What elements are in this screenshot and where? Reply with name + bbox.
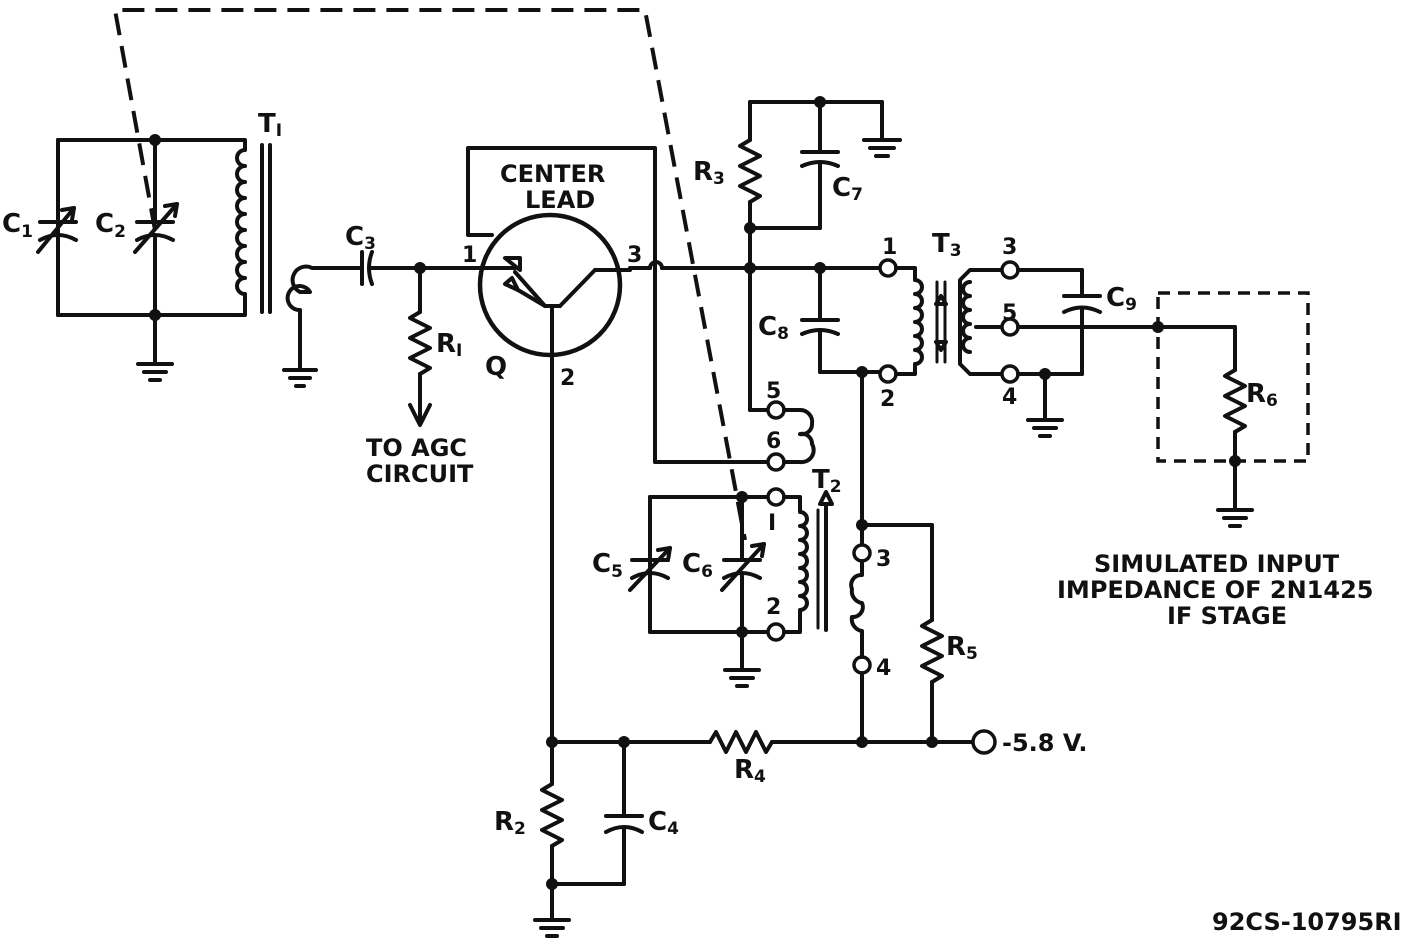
r3-label: R3 (693, 157, 725, 189)
t2-main-coil (782, 495, 809, 634)
t2-pin4-label: 4 (876, 656, 891, 681)
t2-terminal-3 (852, 543, 872, 563)
c8-label: C8 (758, 312, 789, 344)
note-line2: IMPEDANCE OF 2N1425 (1057, 576, 1373, 604)
agc-label-line1: TO AGC (366, 434, 467, 462)
t2-pin1-label: I (768, 511, 776, 536)
ground-symbol (282, 343, 318, 388)
q-pin2-label: 2 (560, 366, 575, 391)
t2-terminal-6 (766, 452, 786, 472)
q-pin1-label: 1 (462, 243, 477, 268)
c6-label: C6 (682, 549, 713, 582)
agc-label-line2: CIRCUIT (366, 460, 474, 488)
ground-symbol (1026, 418, 1064, 438)
r5-resistor (920, 618, 944, 684)
t2-label: T2 (812, 465, 842, 497)
t2-terminal-1 (766, 487, 786, 507)
t3-pin5-label: 5 (1002, 301, 1017, 326)
gang-link-dashed-line (112, 8, 747, 541)
t3-secondary-coil (958, 268, 1005, 376)
t2-pin3-label: 3 (876, 547, 891, 572)
note-line1: SIMULATED INPUT (1094, 550, 1340, 578)
r6-resistor (1223, 368, 1247, 434)
center-lead-label-line1: CENTER (500, 160, 605, 188)
t1-input-tank: TI C1 C2 (2, 109, 282, 382)
t2-pin2-label: 2 (766, 595, 781, 620)
t3-pin1-label: 1 (882, 235, 897, 260)
center-lead-label-line2: LEAD (525, 186, 595, 214)
t2-feedback-coil (782, 407, 816, 465)
drawing-number: 92CS-10795RI (1212, 908, 1402, 936)
t3-primary-coil (894, 266, 924, 376)
r1-label: RI (436, 329, 462, 361)
r2-resistor (540, 782, 564, 848)
transistor-q (468, 212, 632, 358)
t2-pin5-label: 5 (766, 379, 781, 404)
simulated-load-box (1156, 291, 1310, 463)
t3-pin2-label: 2 (880, 387, 895, 412)
c3-capacitor (343, 250, 422, 286)
ground-symbol (862, 138, 902, 158)
t1-primary-coil (233, 138, 247, 317)
t2-terminal-4 (852, 655, 872, 675)
c2-label: C2 (95, 209, 126, 242)
ground-symbol (533, 918, 571, 938)
ground-symbol (136, 362, 174, 382)
center-lead-wire (466, 146, 657, 270)
c3-label: C3 (345, 222, 376, 254)
r3-resistor (738, 138, 762, 204)
supply-terminal (971, 729, 997, 755)
t2-pin6-label: 6 (766, 429, 781, 454)
t3-terminal-1 (878, 258, 898, 278)
c4-label: C4 (648, 807, 679, 839)
r1-resistor (408, 310, 432, 376)
c5-label: C5 (592, 549, 623, 582)
agc-arrow-icon (408, 403, 432, 427)
c9-label: C9 (1106, 283, 1137, 315)
t2-terminal-5 (766, 400, 786, 420)
t1-secondary-link-coil (285, 264, 347, 347)
r4-label: R4 (734, 755, 766, 787)
c1-label: C1 (2, 209, 33, 242)
r6-label: R6 (1246, 379, 1278, 411)
q-label: Q (485, 352, 507, 382)
r2-label: R2 (494, 807, 526, 839)
t3-label: T3 (932, 229, 962, 261)
t3-pin3-label: 3 (1002, 235, 1017, 260)
ground-symbol (723, 668, 761, 688)
c7-label: C7 (832, 173, 863, 205)
ground-symbol (1216, 508, 1254, 528)
c5-variable-capacitor (628, 546, 672, 592)
t3-pin4-label: 4 (1002, 385, 1017, 410)
t3-terminal-3 (1000, 260, 1020, 280)
note-line3: IF STAGE (1167, 602, 1287, 630)
t1-label: TI (258, 109, 282, 141)
t3-terminal-2 (878, 364, 898, 384)
t2-coupling-coil (849, 559, 865, 659)
r5-label: R5 (946, 632, 978, 664)
t3-terminal-4 (1000, 364, 1020, 384)
c6-variable-capacitor (720, 542, 766, 592)
supply-voltage-label: -5.8 V. (1002, 729, 1087, 757)
r4-resistor (708, 730, 774, 754)
t2-terminal-2 (766, 622, 786, 642)
q-pin3-label: 3 (627, 243, 642, 268)
